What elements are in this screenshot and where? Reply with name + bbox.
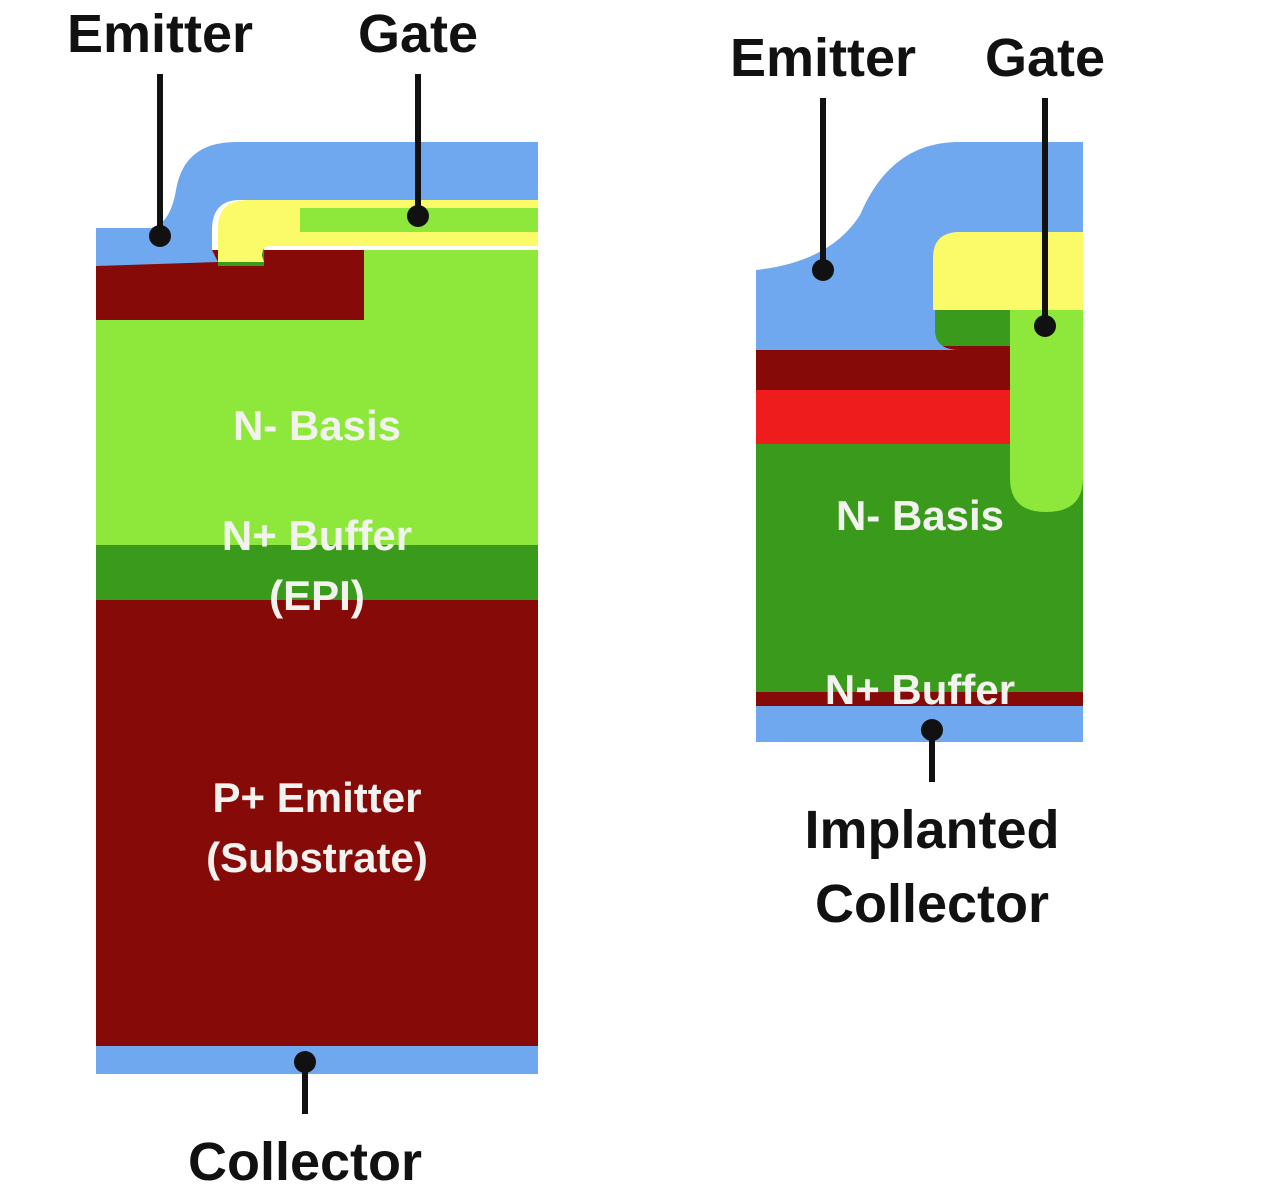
right-gate-label: Gate bbox=[985, 28, 1105, 88]
left-gate-label: Gate bbox=[358, 4, 478, 64]
left-n-buffer-sub-label: (EPI) bbox=[269, 572, 365, 619]
right-n-buffer-label: N+ Buffer bbox=[825, 666, 1015, 713]
right-igbt-structure: Emitter Gate Implanted Collector N- Basi… bbox=[730, 28, 1105, 934]
left-n-buffer-label: N+ Buffer bbox=[222, 512, 412, 559]
right-collector-dot bbox=[921, 719, 943, 741]
left-collector-label: Collector bbox=[188, 1132, 422, 1190]
right-n-basis-label: N- Basis bbox=[836, 492, 1004, 539]
right-emitter-label: Emitter bbox=[730, 28, 916, 88]
right-collector-sub-label: Collector bbox=[815, 874, 1049, 934]
left-emitter-dot bbox=[149, 225, 171, 247]
left-gate-dot bbox=[407, 205, 429, 227]
right-n-plus-buffer bbox=[756, 692, 1083, 706]
left-p-emitter-sub-label: (Substrate) bbox=[206, 834, 428, 881]
left-emitter-label: Emitter bbox=[67, 4, 253, 64]
left-p-emitter-label: P+ Emitter bbox=[213, 774, 422, 821]
right-collector-label: Implanted bbox=[804, 800, 1059, 860]
right-emitter-metal bbox=[756, 142, 1083, 350]
left-collector-dot bbox=[294, 1051, 316, 1073]
left-n-plus-buffer bbox=[96, 543, 538, 600]
right-gate-poly bbox=[933, 232, 1083, 310]
right-n-source bbox=[756, 390, 1011, 444]
left-emitter-metal bbox=[96, 142, 538, 266]
right-gate-dot bbox=[1034, 315, 1056, 337]
right-collector-metal bbox=[756, 706, 1083, 742]
right-emitter-dot bbox=[812, 259, 834, 281]
right-p-body bbox=[756, 346, 1011, 392]
left-igbt-structure: Emitter Gate Collector N- Basis N+ Buffe… bbox=[67, 4, 538, 1190]
left-n-basis-label: N- Basis bbox=[233, 402, 401, 449]
right-trench-gate bbox=[1010, 310, 1083, 512]
left-p-plus-substrate bbox=[96, 598, 538, 1046]
left-collector-metal bbox=[96, 1046, 538, 1074]
